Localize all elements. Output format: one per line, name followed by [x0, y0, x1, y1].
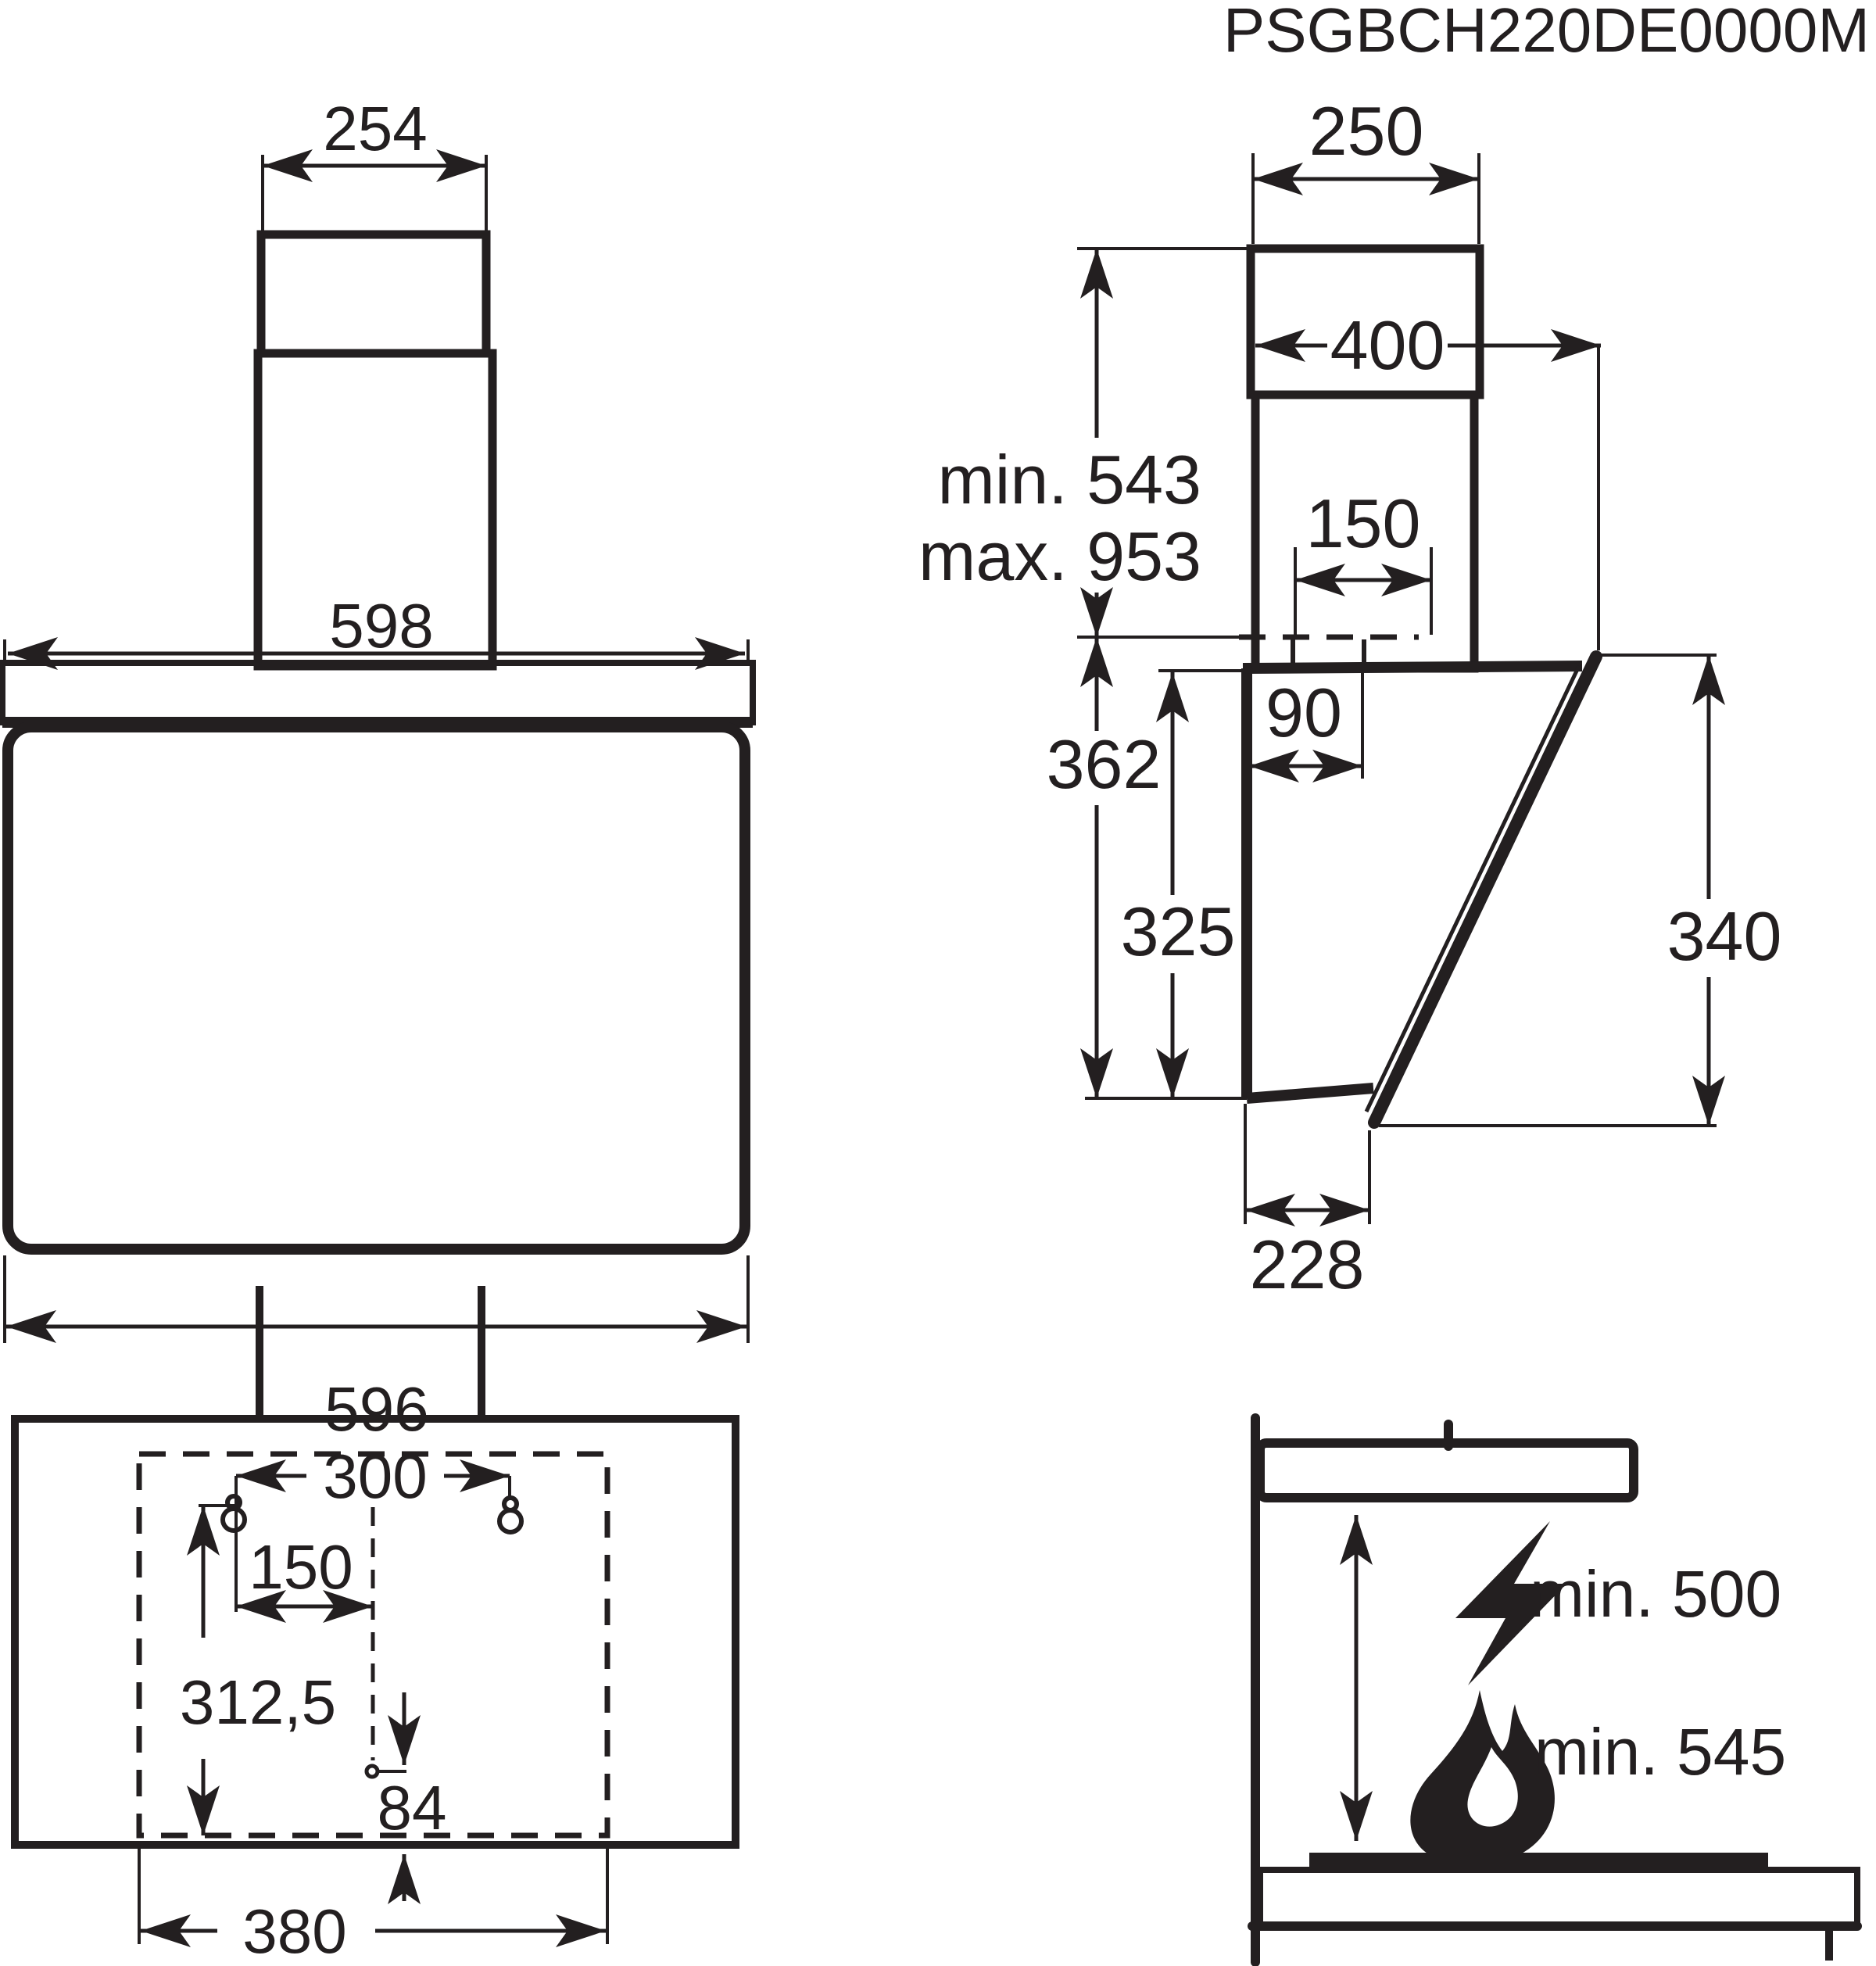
dim-bottom-depth: 228 — [1250, 1226, 1365, 1303]
keyhole-slot-right — [497, 1495, 524, 1534]
flame-icon — [1410, 1690, 1555, 1865]
dim-glass-height: 340 — [1667, 897, 1782, 975]
dim-lower-hole-offset: 84 — [378, 1773, 447, 1842]
side-view: 250 400 min. 543 max. 953 150 — [918, 92, 1781, 1303]
dim-bottom-width: 596 — [324, 1374, 428, 1444]
cooktop-surface — [1309, 1853, 1768, 1873]
lightning-icon — [1455, 1521, 1566, 1685]
hood-bottom-edge — [1246, 1083, 1374, 1104]
lower-screw-hole — [364, 1764, 380, 1779]
clearance-electric-min: min. 500 — [1530, 1557, 1781, 1631]
mounting-template-view: 300 150 312,5 84 380 — [11, 1286, 739, 1966]
wall-outline — [11, 1415, 739, 1849]
model-number: PSGBCH220DE0000M — [1223, 0, 1870, 65]
dim-hole-to-center: 150 — [249, 1532, 353, 1602]
glass-panel-inner-edge — [1364, 664, 1581, 1113]
dim-chimney-depth: 250 — [1309, 92, 1424, 170]
hood-top-edge — [1242, 661, 1583, 674]
dim-chimney-width: 254 — [323, 94, 427, 163]
clearance-gas-min: min. 545 — [1534, 1715, 1786, 1789]
dim-template-width: 380 — [242, 1896, 346, 1966]
dim-bracket-depth: 400 — [1330, 306, 1445, 384]
template-dashed-outline — [136, 1451, 610, 1839]
hood-glass-front-panel — [2, 722, 750, 1255]
glass-panel-outer-edge — [1368, 650, 1602, 1129]
hood-bottom-profile — [1255, 1438, 1638, 1502]
dim-vertical-span: 312,5 — [180, 1667, 336, 1737]
keyhole-slot-left — [220, 1494, 247, 1533]
dim-top-width: 598 — [329, 591, 433, 661]
dim-duct-width: 150 — [1306, 485, 1421, 562]
clearance-view: min. 500 min. 545 — [1248, 1413, 1862, 1966]
dim-mount-max: max. 953 — [918, 517, 1201, 595]
hood-top-band — [0, 660, 756, 725]
front-view: 254 598 596 — [0, 94, 756, 1444]
dim-mount-min: min. 543 — [937, 441, 1201, 518]
dim-hole-spacing: 300 — [323, 1441, 427, 1511]
dim-body-height: 325 — [1121, 893, 1236, 970]
chimney-upper-section — [256, 230, 491, 358]
dim-rear-height: 362 — [1047, 725, 1162, 803]
counter-outline — [1257, 1867, 1860, 1929]
dim-duct-offset: 90 — [1266, 674, 1342, 751]
